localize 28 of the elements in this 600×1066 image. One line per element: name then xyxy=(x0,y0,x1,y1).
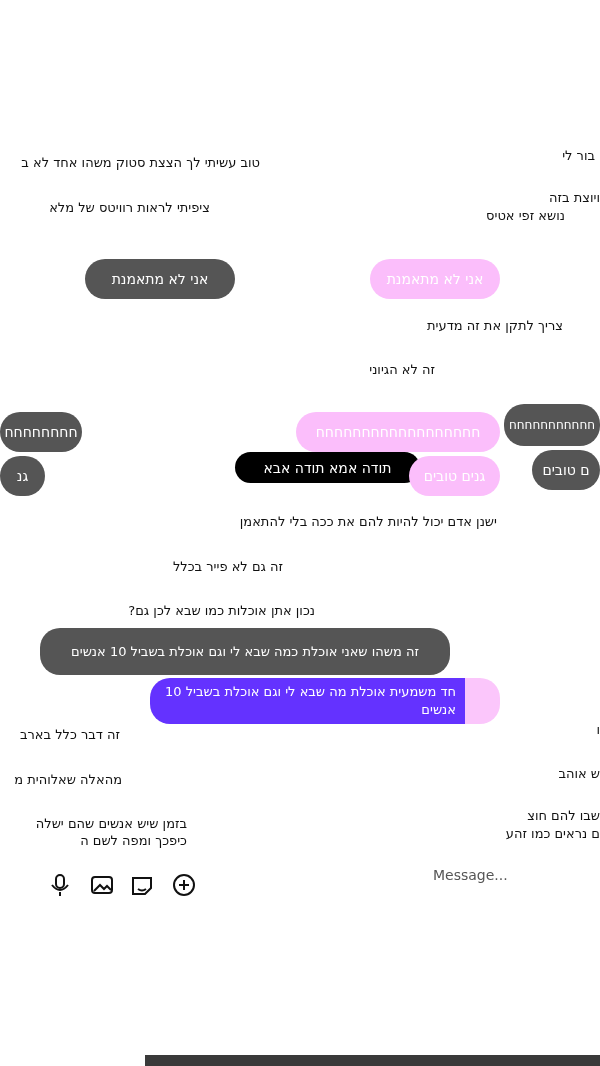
message-text: בור לי xyxy=(562,148,595,164)
message-text: זה דבר כלל בארב xyxy=(19,727,120,743)
message-text: צריך לתקן את זה מדעית xyxy=(427,318,563,334)
message-text: נושא זפי אטיס xyxy=(486,208,565,224)
message-text: זה גם לא פייר בכלל xyxy=(172,559,283,575)
message-text: ש אוהב xyxy=(558,766,600,782)
message-text: ישנן אדם יכול להיות להם את ככה בלי להתאמן xyxy=(239,514,497,530)
message-text: זה לא הגיוני xyxy=(369,362,435,378)
message-text: כיפכך ומפה לשם ה xyxy=(80,833,187,849)
message-bubble: גנים טובים xyxy=(409,456,500,496)
message-text: ם נראים כמו זהע xyxy=(505,826,600,842)
message-text: ו xyxy=(596,722,600,738)
message-text: שבו להם חוצ xyxy=(527,808,600,824)
message-bubble: זה משהו שאני אוכלת כמה שבא לי וגם אוכלת בשביל 10 אנשים xyxy=(40,628,450,675)
message-input-field: Message... xyxy=(433,866,508,884)
message-text: מהאלה שאלוהית מ xyxy=(14,772,122,788)
message-text: בזמן שיש אנשים שהם ישלה xyxy=(35,816,187,832)
message-bubble: חחחחחחחחחחח xyxy=(504,404,600,446)
message-text: ציפיתי לראות רוויטס של מלא xyxy=(49,200,210,216)
message-bubble: ם טובים xyxy=(532,450,600,490)
message-bubble: חד משמעית אוכלת מה שבא לי וגם אוכלת בשביל 10 אנשים xyxy=(150,678,500,724)
message-bubble: חחחחחחחח xyxy=(0,412,82,452)
message-bubble: אני לא מתאמנת xyxy=(85,259,235,299)
message-bubble: גנ xyxy=(0,456,45,496)
message-text: ויוצת בזה xyxy=(549,190,600,206)
message-bubble: חחחחחחחחחחחחחחחחחח xyxy=(296,412,500,452)
message-bubble: אני לא מתאמנת xyxy=(370,259,500,299)
message-text: טוב עשיתי לך הצצת סטוק משהו אחד לא ב xyxy=(21,155,260,171)
